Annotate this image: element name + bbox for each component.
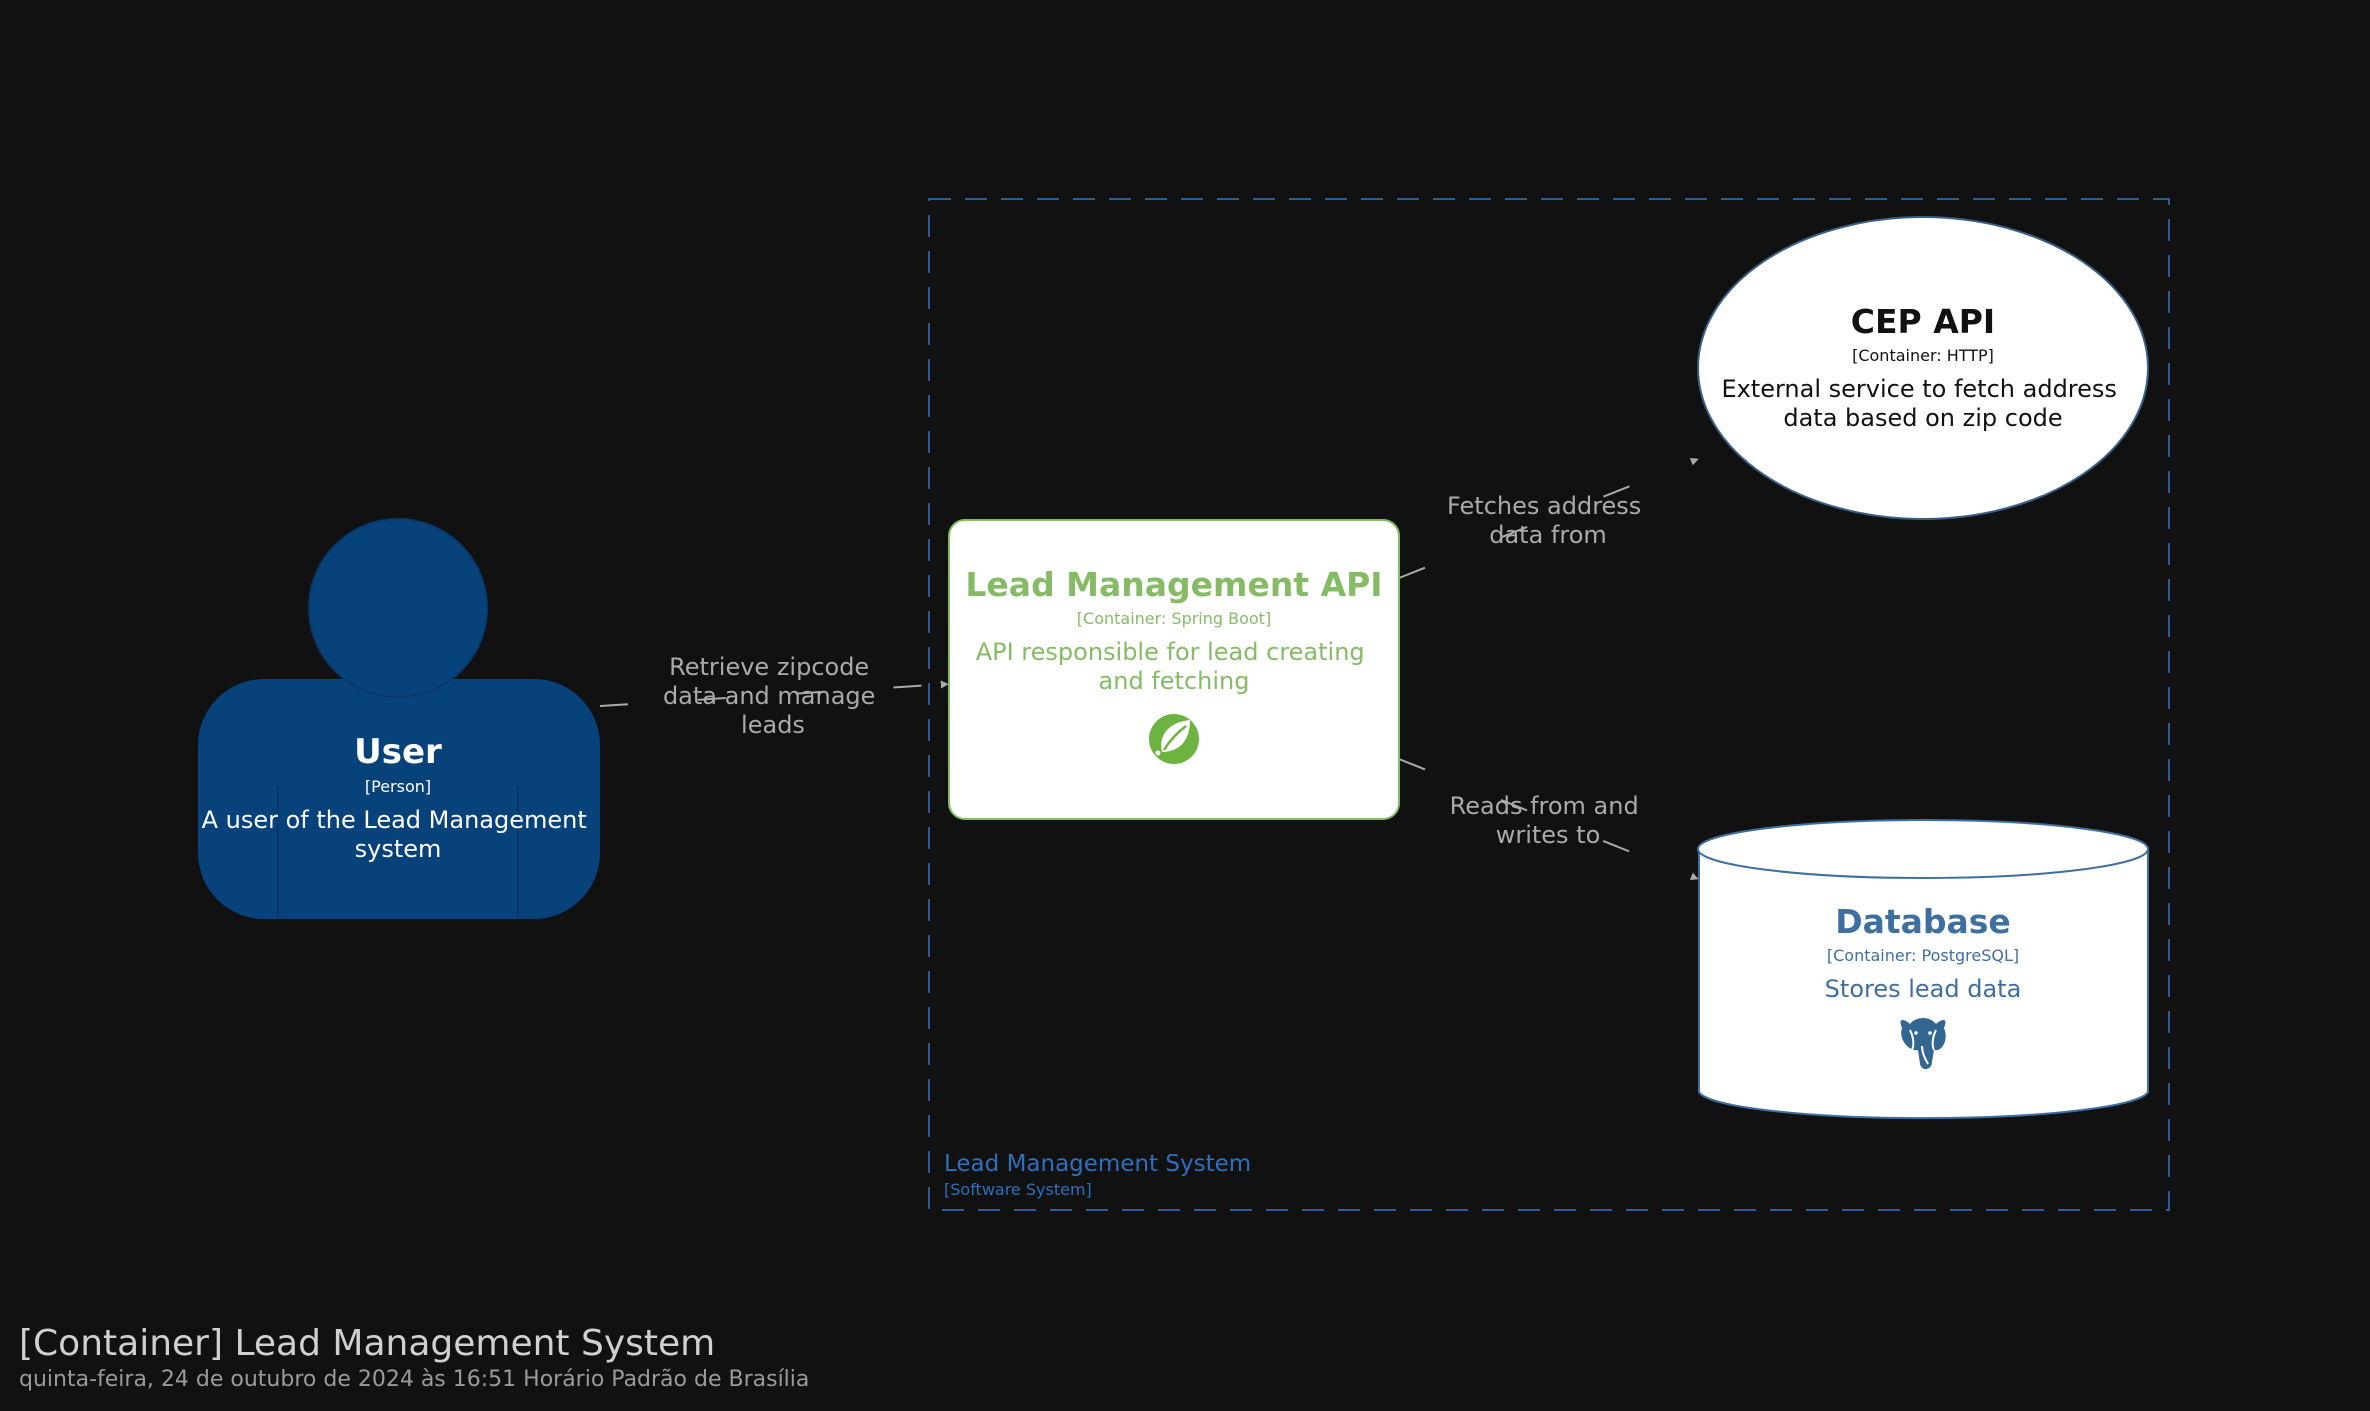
boundary-name: Lead Management System [944, 1151, 1251, 1177]
node-description: API responsible for lead creating and fe… [976, 638, 1373, 695]
node-name: Lead Management API [965, 565, 1382, 604]
diagram-title: [Container] Lead Management System [19, 1323, 716, 1364]
boundary-type: [Software System] [944, 1180, 1092, 1199]
edge-api-to-cep[interactable]: Fetches address data from [1398, 457, 1699, 579]
node-name: User [354, 732, 442, 772]
container-box [948, 519, 1400, 820]
node-type: [Container: HTTP] [1852, 346, 1994, 365]
node-type: [Person] [365, 777, 431, 796]
node-name: CEP API [1851, 302, 1995, 341]
node-type: [Container: Spring Boot] [1077, 609, 1271, 628]
node-description: Stores lead data [1825, 975, 2022, 1003]
lead-management-api-node[interactable]: Lead Management API [Container: Spring B… [948, 519, 1400, 820]
node-description: External service to fetch address data b… [1721, 375, 2124, 432]
node-name: Database [1835, 902, 2011, 941]
postgresql-elephant-icon [1900, 1018, 1946, 1070]
edge-label: Retrieve zipcode data and manage leads [663, 653, 883, 739]
diagram-footer: [Container] Lead Management System quint… [19, 1322, 809, 1394]
cylinder-top [1697, 819, 2149, 879]
system-boundary[interactable]: Lead Management System [Software System] [928, 198, 2170, 1211]
cep-api-node[interactable]: CEP API [Container: HTTP] External servi… [1697, 216, 2149, 520]
edge-api-to-database[interactable]: Reads from and writes to [1398, 758, 1699, 881]
edge-user-to-api[interactable]: Retrieve zipcode data and manage leads [599, 653, 949, 739]
container-ellipse [1697, 216, 2149, 520]
node-type: [Container: PostgreSQL] [1827, 946, 2019, 965]
cylinder-body [1698, 849, 2149, 1120]
database-node[interactable]: Database [Container: PostgreSQL] Stores … [1697, 819, 2149, 1120]
person-head [308, 518, 488, 698]
person-body [198, 679, 600, 919]
edge-label: Reads from and writes to [1450, 792, 1647, 849]
edge-label: Fetches address data from [1447, 492, 1649, 549]
diagram-timestamp: quinta-feira, 24 de outubro de 2024 às 1… [19, 1367, 810, 1392]
boundary-frame [928, 198, 2170, 1211]
spring-leaf-icon [1149, 714, 1199, 764]
node-description: A user of the Lead Management system [202, 806, 595, 863]
user-person-node[interactable]: User [Person] A user of the Lead Managem… [198, 518, 600, 919]
